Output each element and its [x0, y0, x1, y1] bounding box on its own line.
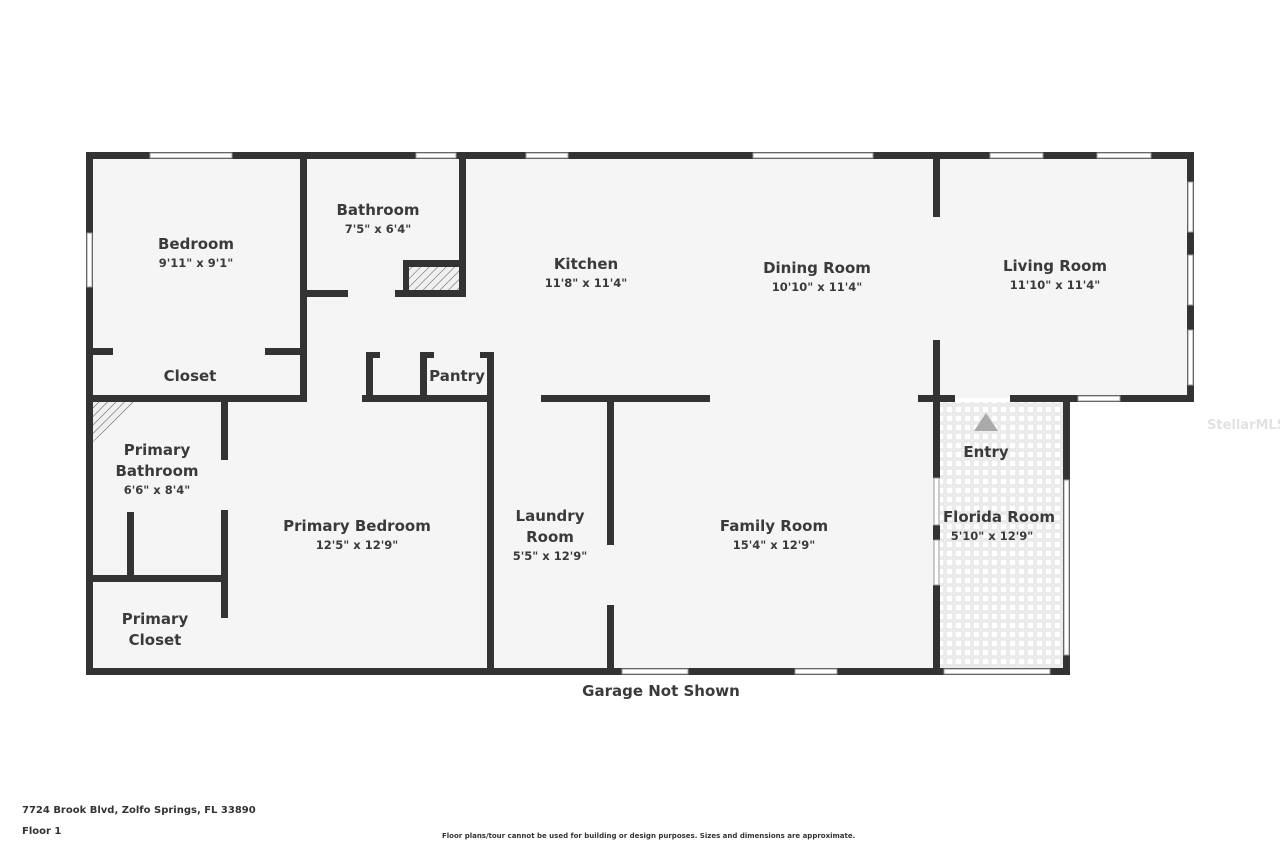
- wall: [403, 260, 466, 267]
- svg-text:Room: Room: [526, 528, 574, 546]
- svg-text:Bathroom: Bathroom: [336, 201, 419, 219]
- wall: [933, 585, 940, 668]
- window: [933, 477, 940, 526]
- window: [1096, 152, 1152, 159]
- entry-arrow-icon: [974, 413, 998, 431]
- room-closet[interactable]: Closet: [164, 367, 217, 385]
- room-kitchen[interactable]: Kitchen 11'8" x 11'4": [545, 255, 627, 290]
- main-floor: [90, 156, 1190, 398]
- window: [149, 152, 233, 159]
- window: [525, 152, 569, 159]
- wall: [86, 668, 1070, 675]
- svg-text:Primary: Primary: [122, 610, 189, 628]
- svg-text:12'5" x 12'9": 12'5" x 12'9": [316, 538, 398, 552]
- svg-text:Family Room: Family Room: [720, 517, 828, 535]
- window: [621, 668, 689, 675]
- svg-text:Bathroom: Bathroom: [115, 462, 198, 480]
- room-bedroom[interactable]: Bedroom 9'11" x 9'1": [158, 235, 234, 270]
- window: [1187, 181, 1194, 233]
- wall: [86, 348, 113, 355]
- wall: [221, 402, 228, 460]
- svg-text:5'5" x 12'9": 5'5" x 12'9": [513, 549, 587, 563]
- address: 7724 Brook Blvd, Zolfo Springs, FL 33890: [22, 805, 256, 816]
- window: [794, 668, 838, 675]
- window: [943, 668, 1051, 675]
- room-primary-bedroom[interactable]: Primary Bedroom 12'5" x 12'9": [283, 517, 431, 552]
- wall: [403, 260, 409, 297]
- svg-text:Primary: Primary: [124, 441, 191, 459]
- wall: [366, 352, 380, 358]
- svg-text:Primary Bedroom: Primary Bedroom: [283, 517, 431, 535]
- window: [1063, 479, 1070, 656]
- floor-label: Floor 1: [22, 826, 62, 837]
- wall: [86, 395, 307, 402]
- svg-text:9'11" x 9'1": 9'11" x 9'1": [159, 256, 233, 270]
- room-primary-closet[interactable]: Primary Closet: [122, 610, 189, 649]
- wall: [86, 575, 228, 582]
- wall: [127, 512, 134, 582]
- wall: [300, 152, 307, 398]
- svg-text:5'10" x 12'9": 5'10" x 12'9": [951, 529, 1033, 543]
- svg-text:Laundry: Laundry: [516, 507, 585, 525]
- svg-text:15'4" x 12'9": 15'4" x 12'9": [733, 538, 815, 552]
- wall: [362, 395, 494, 402]
- wall: [221, 510, 228, 618]
- room-primary-bathroom[interactable]: Primary Bathroom 6'6" x 8'4": [115, 441, 198, 497]
- wall: [607, 605, 614, 668]
- svg-text:10'10" x 11'4": 10'10" x 11'4": [772, 280, 862, 294]
- window: [1187, 254, 1194, 306]
- bathroom-fixture: [409, 265, 460, 292]
- svg-text:11'8" x 11'4": 11'8" x 11'4": [545, 276, 627, 290]
- wall: [86, 152, 1194, 159]
- wall: [480, 352, 494, 358]
- window: [1077, 395, 1121, 402]
- windows: [86, 152, 1194, 675]
- room-bathroom[interactable]: Bathroom 7'5" x 6'4": [336, 201, 419, 236]
- wall: [933, 525, 940, 540]
- wall: [487, 352, 494, 668]
- svg-text:Bedroom: Bedroom: [158, 235, 234, 253]
- svg-text:Kitchen: Kitchen: [554, 255, 618, 273]
- window: [415, 152, 457, 159]
- room-florida[interactable]: Florida Room 5'10" x 12'9": [943, 508, 1055, 543]
- svg-text:7'5" x 6'4": 7'5" x 6'4": [345, 222, 411, 236]
- primary-bathroom-fixture: [93, 402, 136, 442]
- room-living[interactable]: Living Room 11'10" x 11'4": [1003, 257, 1107, 292]
- wall: [300, 290, 348, 297]
- window: [933, 539, 940, 586]
- wall: [366, 352, 373, 402]
- wall: [918, 395, 955, 402]
- svg-text:Closet: Closet: [129, 631, 182, 649]
- wall: [86, 152, 93, 675]
- svg-text:Dining Room: Dining Room: [763, 259, 871, 277]
- svg-text:11'10" x 11'4": 11'10" x 11'4": [1010, 278, 1100, 292]
- wall: [541, 395, 710, 402]
- window: [752, 152, 874, 159]
- wall: [933, 340, 940, 478]
- wall: [933, 152, 940, 217]
- room-dining[interactable]: Dining Room 10'10" x 11'4": [763, 259, 871, 294]
- room-laundry[interactable]: Laundry Room 5'5" x 12'9": [513, 507, 587, 563]
- garage-note: Garage Not Shown: [582, 682, 740, 700]
- wall: [420, 352, 427, 402]
- wall: [265, 348, 307, 355]
- room-entry[interactable]: Entry: [963, 443, 1008, 461]
- window: [989, 152, 1044, 159]
- wall: [459, 152, 466, 297]
- svg-text:Living Room: Living Room: [1003, 257, 1107, 275]
- window: [1187, 329, 1194, 386]
- svg-text:Florida Room: Florida Room: [943, 508, 1055, 526]
- wall: [607, 402, 614, 545]
- svg-text:6'6" x 8'4": 6'6" x 8'4": [124, 483, 190, 497]
- window: [86, 232, 93, 288]
- florida-room-tile-floor: [940, 402, 1064, 670]
- room-family[interactable]: Family Room 15'4" x 12'9": [720, 517, 828, 552]
- watermark: StellarMLS: [1207, 418, 1280, 433]
- wall: [395, 290, 466, 297]
- disclaimer: Floor plans/tour cannot be used for buil…: [442, 832, 856, 840]
- room-pantry[interactable]: Pantry: [429, 367, 485, 385]
- wall: [420, 352, 434, 358]
